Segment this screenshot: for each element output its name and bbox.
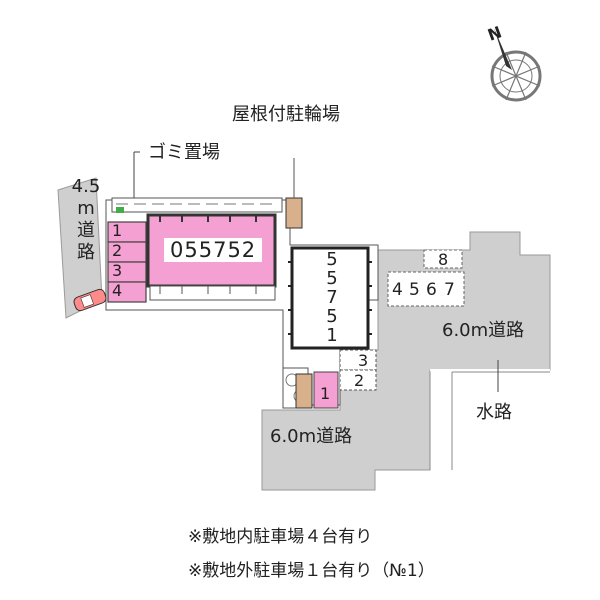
neighbor-space-6: 6 — [426, 280, 437, 300]
offsite-space-3: 3 — [358, 351, 369, 370]
building-digit: 7 — [326, 287, 338, 308]
car-icon — [73, 288, 107, 312]
compass — [490, 28, 542, 102]
offsite-parking — [313, 349, 377, 409]
garbage-label: ゴミ置場 — [148, 142, 220, 163]
leader-lines — [133, 151, 499, 392]
road-left-label-line: 道 — [77, 220, 95, 241]
onsite-space-1: 1 — [112, 221, 123, 240]
waterway-label: 水路 — [476, 402, 512, 423]
onsite-space-4: 4 — [112, 281, 123, 300]
road-edge-lines — [429, 371, 550, 470]
road-left-label-line: 4.5 — [71, 176, 101, 197]
onsite-space-3: 3 — [112, 261, 123, 280]
building-east — [288, 246, 372, 350]
offsite-space-1: 1 — [320, 384, 331, 403]
building-digit: 5 — [326, 306, 338, 327]
neighbor-space-5: 5 — [409, 280, 420, 300]
road-bottom-label: 6.0m道路 — [270, 426, 353, 447]
onsite-parking — [107, 221, 147, 303]
onsite-space-2: 2 — [112, 241, 123, 260]
neighbor-space-7: 7 — [444, 280, 455, 300]
building-digit: 1 — [326, 325, 338, 346]
road-left-label: 4.5 m 道 路 — [66, 176, 106, 264]
note-onsite-parking: ※敷地内駐車場４台有り — [188, 527, 373, 547]
building-east-code: 5 5 7 5 1 — [320, 250, 344, 345]
building-code: 055752 — [164, 238, 263, 262]
road-left-label-line: m — [77, 198, 95, 219]
building-digit: 5 — [326, 268, 338, 289]
building-digit: 5 — [326, 249, 338, 270]
neighbor-space-8: 8 — [438, 250, 449, 269]
bike-shed — [285, 158, 303, 229]
planting-area — [282, 367, 313, 409]
neighbor-space-4: 4 — [392, 280, 403, 300]
note-offsite-parking: ※敷地外駐車場１台有り（№1） — [188, 561, 435, 581]
bike-shed-label: 屋根付駐輪場 — [232, 104, 340, 125]
road-right-label: 6.0m道路 — [442, 320, 525, 341]
offsite-space-2: 2 — [354, 371, 365, 390]
neighbor-parking — [387, 249, 465, 307]
garbage-area — [111, 197, 283, 213]
road-left-label-line: 路 — [77, 242, 95, 263]
